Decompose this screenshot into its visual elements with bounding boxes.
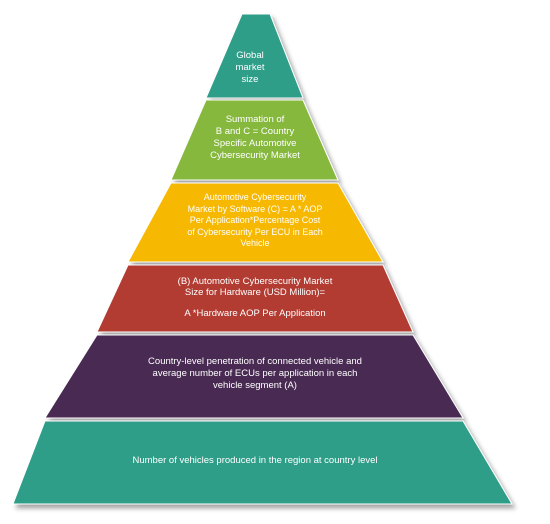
tier-software-market xyxy=(127,182,384,263)
tier-country-specific-market xyxy=(170,99,339,181)
tier-label-connected-vehicle-penetration: Country-level penetration of connected v… xyxy=(148,356,362,391)
tier-label-hardware-market: (B) Automotive Cybersecurity Market Size… xyxy=(177,276,333,319)
tier-label-global-market-size: Global market size xyxy=(235,50,265,85)
tier-label-country-specific-market: Summation of B and C = Country Specific … xyxy=(210,114,300,161)
tier-global-market-size xyxy=(205,13,304,99)
tier-label-vehicles-produced: Number of vehicles produced in the regio… xyxy=(132,455,378,466)
tier-label-software-market: Automotive Cybersecurity Market by Softw… xyxy=(187,192,323,248)
tier-vehicles-produced xyxy=(12,420,513,505)
tier-connected-vehicle-penetration xyxy=(44,334,464,419)
tier-hardware-market xyxy=(96,264,414,333)
